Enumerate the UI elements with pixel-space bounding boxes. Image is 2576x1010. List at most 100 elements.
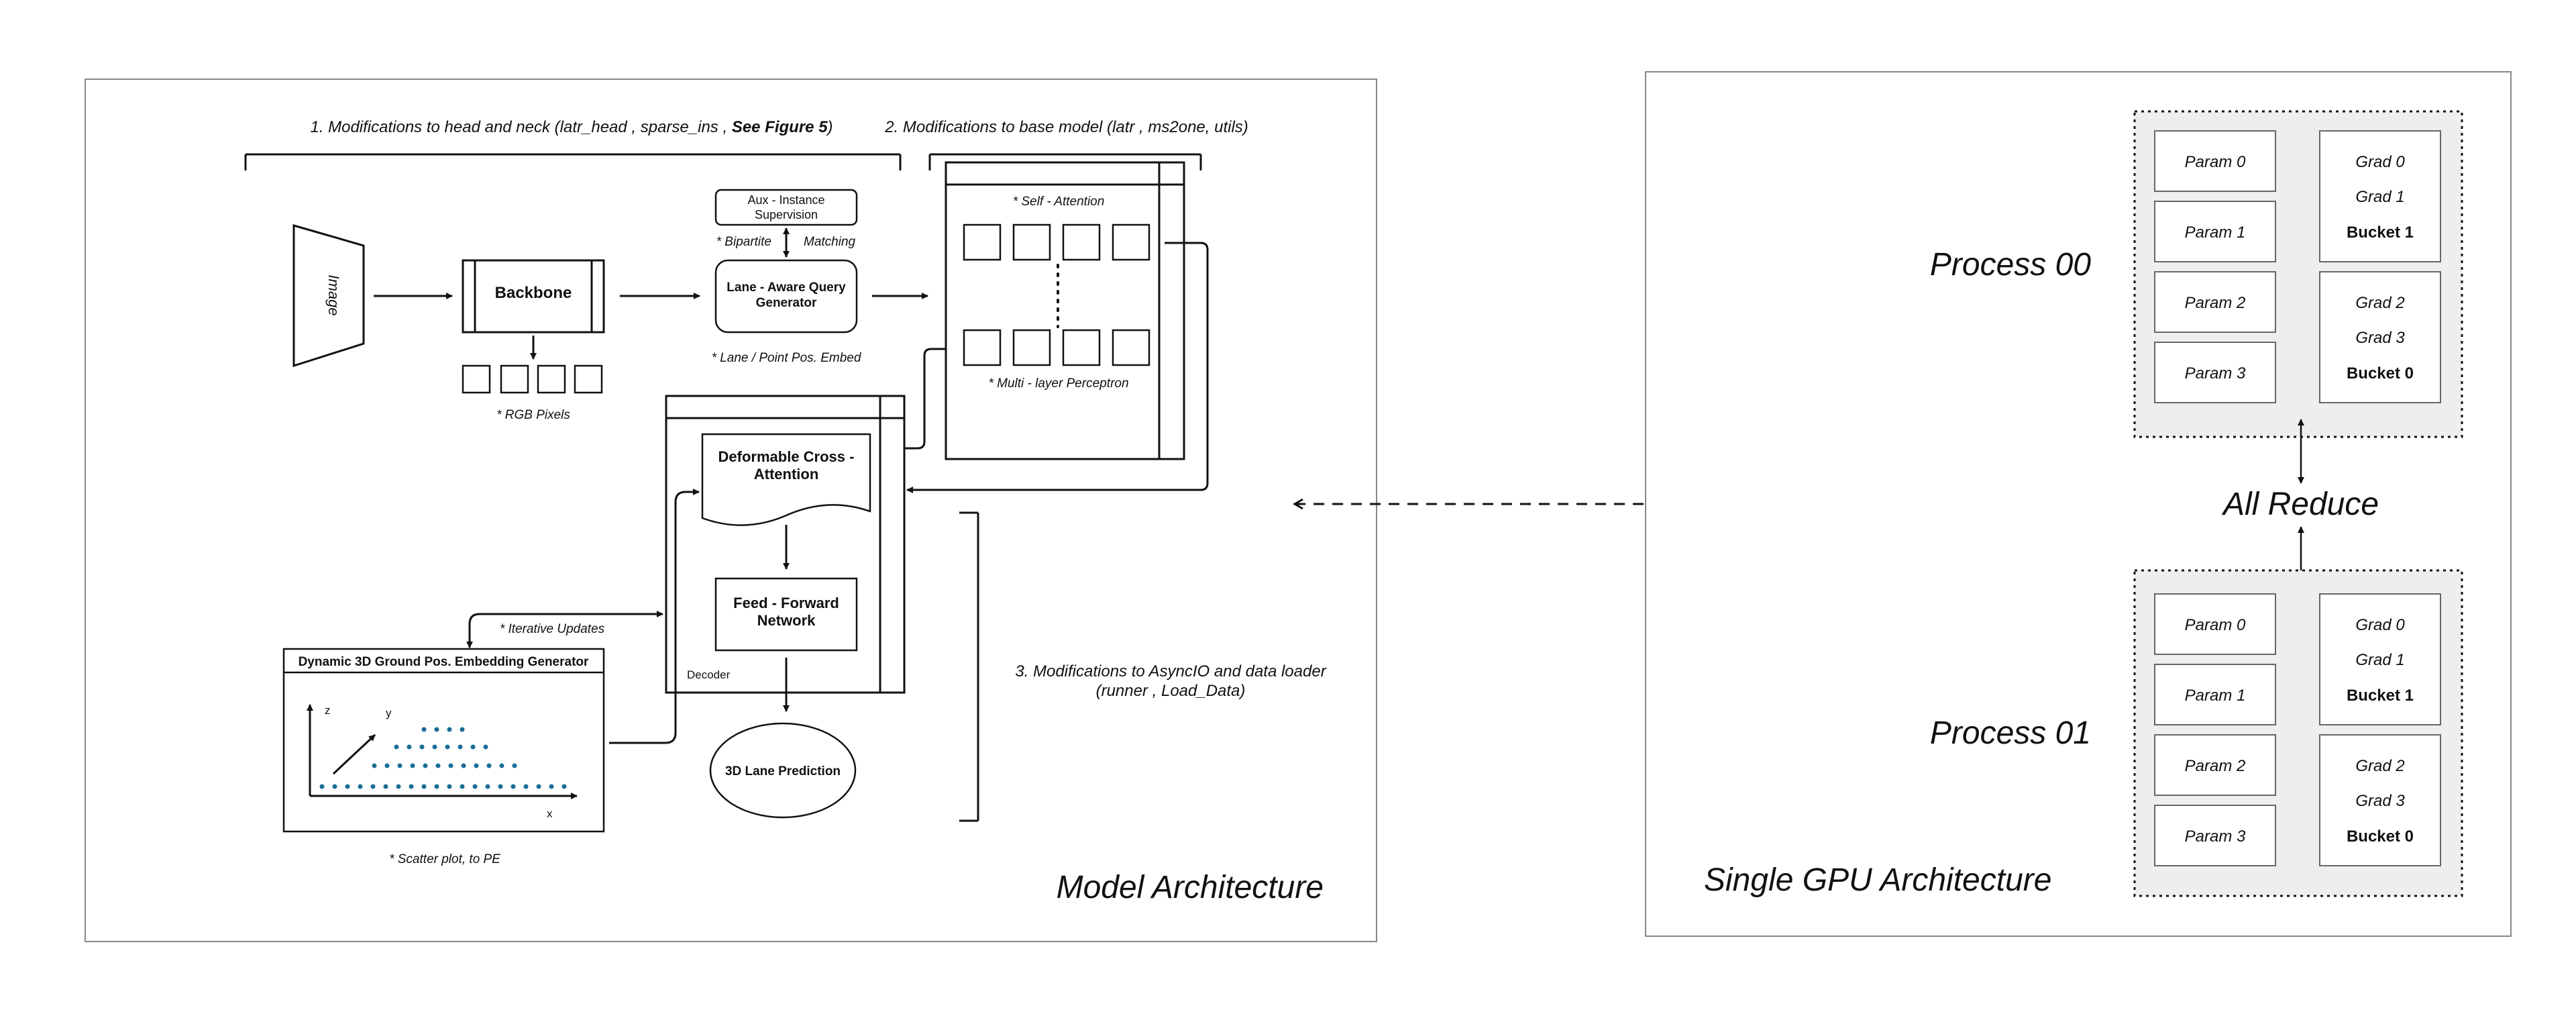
p1-grad-0: Grad 0 [2355,616,2405,634]
prediction-ellipse: 3D Lane Prediction [709,722,857,819]
scatter-point-r1-7 [461,763,466,768]
process-00-buckets: Grad 0 Grad 1 Bucket 1 Grad 2 Grad 3 Buc… [2319,130,2441,403]
scatter-point-r2-7 [483,744,488,750]
scatter-point-r1-5 [435,763,441,768]
scatter-point-r3-1 [434,727,439,732]
scatter-point-r0-3 [358,784,363,789]
scatter-point-r2-2 [419,744,425,750]
mod2-label: 2. Modifications to base model (latr , m… [884,118,1248,136]
scatter-point-r2-1 [407,744,412,750]
self-attention-label: * Self - Attention [1013,195,1105,209]
scatter-point-r0-9 [434,784,439,789]
ffn-line2: Network [757,612,816,629]
attention-cells [963,223,1150,366]
scatter-point-r1-4 [423,763,428,768]
decoder-label: Decoder [687,668,731,681]
p0-param-3: Param 3 [2185,364,2246,383]
p1-grad-2: Grad 2 [2355,757,2404,775]
arrow-ground-to-attention [609,489,700,744]
mlp-label: * Multi - layer Perceptron [988,376,1128,391]
iterative-updates-label: * Iterative Updates [500,622,605,636]
scatter-point-r2-6 [470,744,476,750]
process-01-buckets: Grad 0 Grad 1 Bucket 1 Grad 2 Grad 3 Buc… [2319,593,2441,866]
scatter-point-r3-2 [447,727,452,732]
prediction-label: 3D Lane Prediction [725,764,841,778]
scatter-point-r0-1 [332,784,337,789]
deformable-line1: Deformable Cross - [718,448,855,465]
scatter-point-r0-10 [447,784,452,789]
model-architecture-title: Model Architecture [1057,870,1324,905]
scatter-point-r0-8 [421,784,427,789]
axis-y-label: y [386,707,392,719]
scatter-point-r2-4 [445,744,450,750]
rgb-pixel-boxes [462,364,603,394]
scatter-point-r1-2 [397,763,402,768]
scatter-point-r2-0 [394,744,399,750]
query-line1: Lane - Aware Query [727,281,846,295]
scatter-point-r0-16 [523,784,529,789]
p1-param-2: Param 2 [2185,757,2246,775]
scatter-point-r1-9 [486,763,492,768]
rgb-pixels-caption: * RGB Pixels [496,408,570,422]
aux-supervision-box: Aux - Instance Supervision [714,189,858,226]
p0-grad-1: Grad 1 [2355,188,2404,206]
mod3-bracket [959,511,979,822]
scatter-point-r1-1 [384,763,390,768]
arrow-encoder-left-to-decoder [886,348,945,452]
lane-embed-caption: * Lane / Point Pos. Embed [712,351,862,365]
scatter-point-r0-0 [319,784,325,789]
mod3-line2: (runner , Load_Data) [1096,682,1246,700]
aux-line1: Aux - Instance [747,193,824,207]
scatter-point-r2-3 [432,744,437,750]
scatter-points [319,727,567,789]
ffn-line1: Feed - Forward [733,595,839,611]
p1-grad-1: Grad 1 [2355,651,2404,669]
scatter-point-r0-18 [549,784,554,789]
scatter-caption: * Scatter plot, to PE [389,852,500,866]
scatter-point-r0-11 [460,784,465,789]
p1-param-1: Param 1 [2185,687,2246,705]
scatter-point-r1-10 [499,763,504,768]
scatter-point-r3-3 [460,727,465,732]
backbone-block: Backbone [462,259,605,334]
gpu-architecture-title: Single GPU Architecture [1704,862,2051,898]
p0-grad-0: Grad 0 [2355,153,2405,171]
scatter-point-r0-13 [485,784,490,789]
p0-bucket-0: Bucket 0 [2347,364,2414,383]
deformable-line2: Attention [754,466,819,483]
y-axis [332,734,376,775]
image-input: Image [292,224,365,368]
scatter-point-r0-15 [511,784,516,789]
iterative-updates-arrow [466,611,663,648]
process-00-box: Param 0 Param 1 Param 2 Param 3 Grad 0 G… [2133,110,2463,438]
p0-grad-3: Grad 3 [2355,329,2405,347]
p1-param-0: Param 0 [2185,616,2246,634]
matching-label: Matching [804,235,856,249]
scatter-point-r0-14 [498,784,503,789]
image-label: Image [325,274,342,315]
query-generator-box: Lane - Aware Query Generator [714,259,858,334]
process-01-box: Param 0 Param 1 Param 2 Param 3 Grad 0 G… [2133,569,2463,897]
ffn-box: Feed - Forward Network [714,577,858,652]
scatter-point-r0-17 [536,784,541,789]
process-00-params: Param 0 Param 1 Param 2 Param 3 [2154,130,2276,403]
aux-line2: Supervision [755,208,818,221]
p0-grad-2: Grad 2 [2355,294,2404,312]
scatter-point-r3-0 [421,727,427,732]
scatter-point-r0-12 [472,784,478,789]
mod1-bracket [244,153,902,170]
p0-param-0: Param 0 [2185,153,2246,171]
p1-bucket-0: Bucket 0 [2347,827,2414,846]
ground-embedding-title: Dynamic 3D Ground Pos. Embedding Generat… [299,655,589,669]
mod1-label: 1. Modifications to head and neck (latr_… [310,118,833,136]
mod3-line1: 3. Modifications to AsyncIO and data loa… [1015,662,1326,680]
scatter-point-r1-8 [474,763,479,768]
p0-param-1: Param 1 [2185,223,2246,242]
deformable-attention-box: Deformable Cross - Attention [701,433,871,526]
gpu-architecture-panel: Process 00 Param 0 Param 1 Param 2 Param… [1645,71,2512,937]
scatter-point-r2-5 [458,744,463,750]
bipartite-label: * Bipartite [716,235,771,249]
scatter-point-r0-6 [396,784,401,789]
p0-param-2: Param 2 [2185,294,2246,312]
